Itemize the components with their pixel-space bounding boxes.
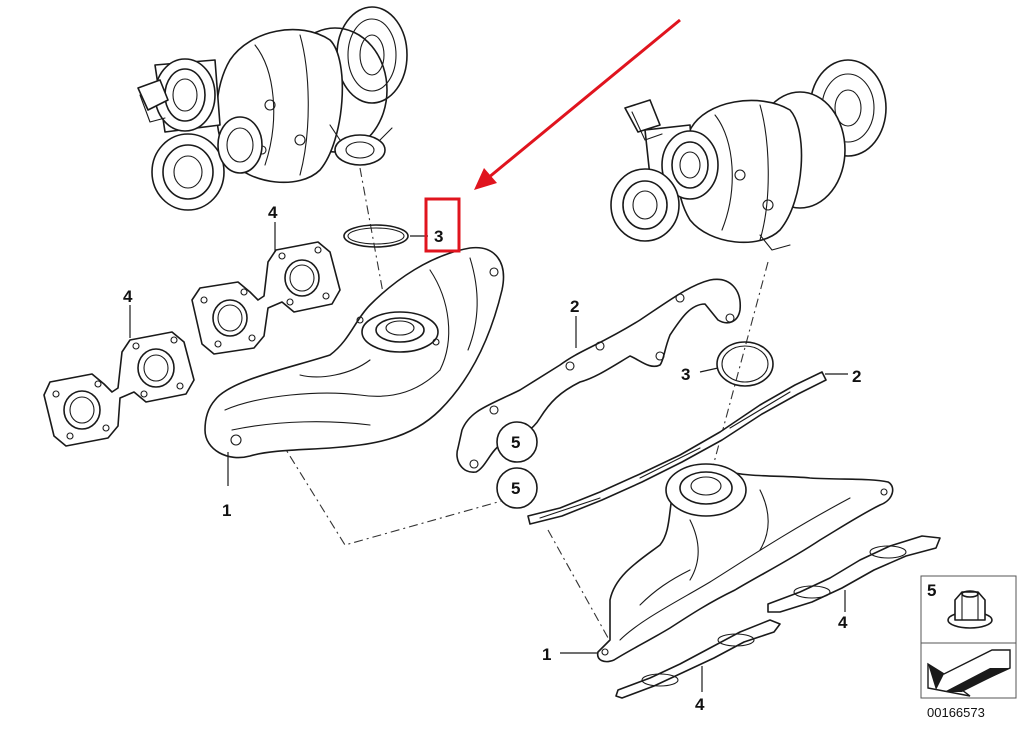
callout-gasket-right-bottom: 4	[695, 695, 705, 714]
manifold-gasket-left	[43, 331, 195, 447]
turbocharger-icon	[610, 59, 887, 251]
exhaust-manifold-left	[204, 246, 505, 459]
callout-manifold-right: 1	[542, 645, 551, 664]
sealing-ring-left	[343, 224, 409, 248]
callout-nut-lower: 5	[511, 479, 520, 498]
nut-callout-lower	[496, 467, 538, 509]
nut-callout-upper	[496, 421, 538, 463]
sealing-ring-right	[716, 341, 774, 387]
manifold-gasket-right-mid	[767, 535, 941, 613]
callout-gasket-left-bottom: 4	[123, 287, 133, 306]
legend-panel: 5	[920, 575, 1017, 699]
highlight-arrow-icon	[474, 18, 681, 190]
manifold-gasket-left	[191, 241, 341, 355]
manifold-gasket-right-bottom	[615, 619, 781, 699]
callout-ring-right: 3	[681, 365, 690, 384]
hex-flange-nut-icon	[947, 590, 993, 629]
callout-gasket-left-top: 4	[268, 203, 278, 222]
legend-callout-nut: 5	[927, 581, 936, 600]
callout-gasket-right-mid: 4	[838, 613, 848, 632]
callout-ring-highlighted: 3	[434, 227, 443, 246]
highlight-box	[424, 197, 461, 253]
callout-nut-upper: 5	[511, 433, 520, 452]
manifold-gasket-right-lower	[527, 371, 827, 525]
callout-gasket-right-lower: 2	[852, 367, 861, 386]
callout-gasket-right-upper: 2	[570, 297, 579, 316]
diagram-code: 00166573	[927, 705, 985, 720]
callout-manifold-left: 1	[222, 501, 231, 520]
turbocharger-icon	[137, 6, 408, 211]
exhaust-manifold-right	[596, 463, 894, 663]
arrow-icon	[927, 649, 1011, 697]
